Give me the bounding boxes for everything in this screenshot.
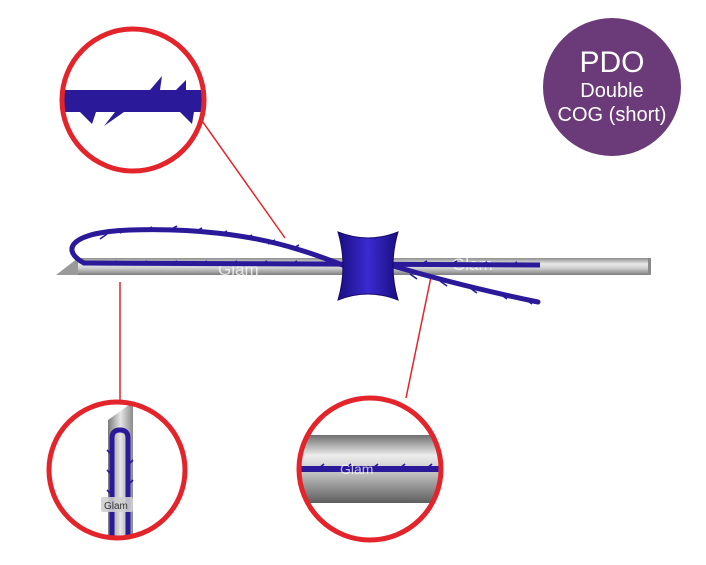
callout-ring-top — [59, 26, 207, 174]
zoom-thread-band — [62, 90, 204, 112]
badge-title: PDO — [579, 46, 645, 79]
zoom-cannula-thread — [299, 466, 441, 472]
thread-inner-segment — [83, 260, 541, 268]
pdo-thread — [69, 225, 541, 305]
callout-thread-barbs — [59, 26, 207, 174]
callout-needle-tip: Glam — [46, 399, 188, 541]
product-badge: PDO Double COG (short) — [543, 18, 681, 156]
thread-loop-segment — [69, 227, 353, 271]
callout-thread-in-cannula: Glam — [296, 395, 444, 543]
leader-line-bottom-right — [405, 271, 433, 399]
zoom-tip-watermark: Glam — [104, 501, 128, 512]
badge-subtitle-line1: Double — [580, 80, 644, 102]
callout-ring-bottom-left — [46, 399, 188, 541]
thread-tail-segment — [387, 262, 541, 305]
badge-subtitle-line2: COG (short) — [557, 104, 667, 126]
callout-ring-bottom-right — [296, 395, 444, 543]
thread-hub — [337, 231, 399, 301]
leader-line-top — [199, 117, 286, 239]
zoom-cannula-watermark: Glam — [340, 461, 373, 477]
needle-tip — [56, 258, 78, 275]
hub-body — [337, 231, 399, 301]
zoom-thread-loop — [109, 427, 131, 538]
